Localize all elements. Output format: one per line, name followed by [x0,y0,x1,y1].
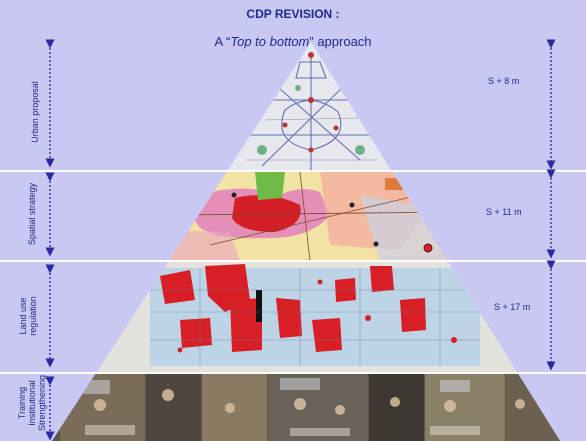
urban-proposal-map [52,42,560,171]
label-urban-proposal: Urban proposal [30,81,40,143]
label-training-line3: Strengthening [37,374,47,432]
label-training: Training Institutional Strengthening [17,368,47,438]
label-land-use-regulation: Land use regulation [18,281,38,351]
label-land-use-line2: regulation [28,296,38,336]
slide-subtitle: A “Top to bottom” approach [0,34,586,49]
label-spatial-strategy: Spatial strategy [27,182,37,246]
subtitle-emphasis: Top to bottom [230,34,310,49]
subtitle-after: ” approach [309,34,372,49]
training-photos [52,373,560,441]
land-use-map [52,261,560,373]
label-land-use-line1: Land use [18,297,28,335]
duration-spatial-strategy: S + 11 m [486,207,522,217]
label-training-line1: Training [17,386,27,420]
label-training-line2: Institutional [27,380,37,426]
duration-land-use: S + 17 m [494,302,531,312]
slide-title: CDP REVISION : [246,7,340,21]
duration-urban-proposal: S + 8 m [488,76,520,86]
tier-separators [0,170,586,374]
subtitle-before: A “ [214,34,231,49]
